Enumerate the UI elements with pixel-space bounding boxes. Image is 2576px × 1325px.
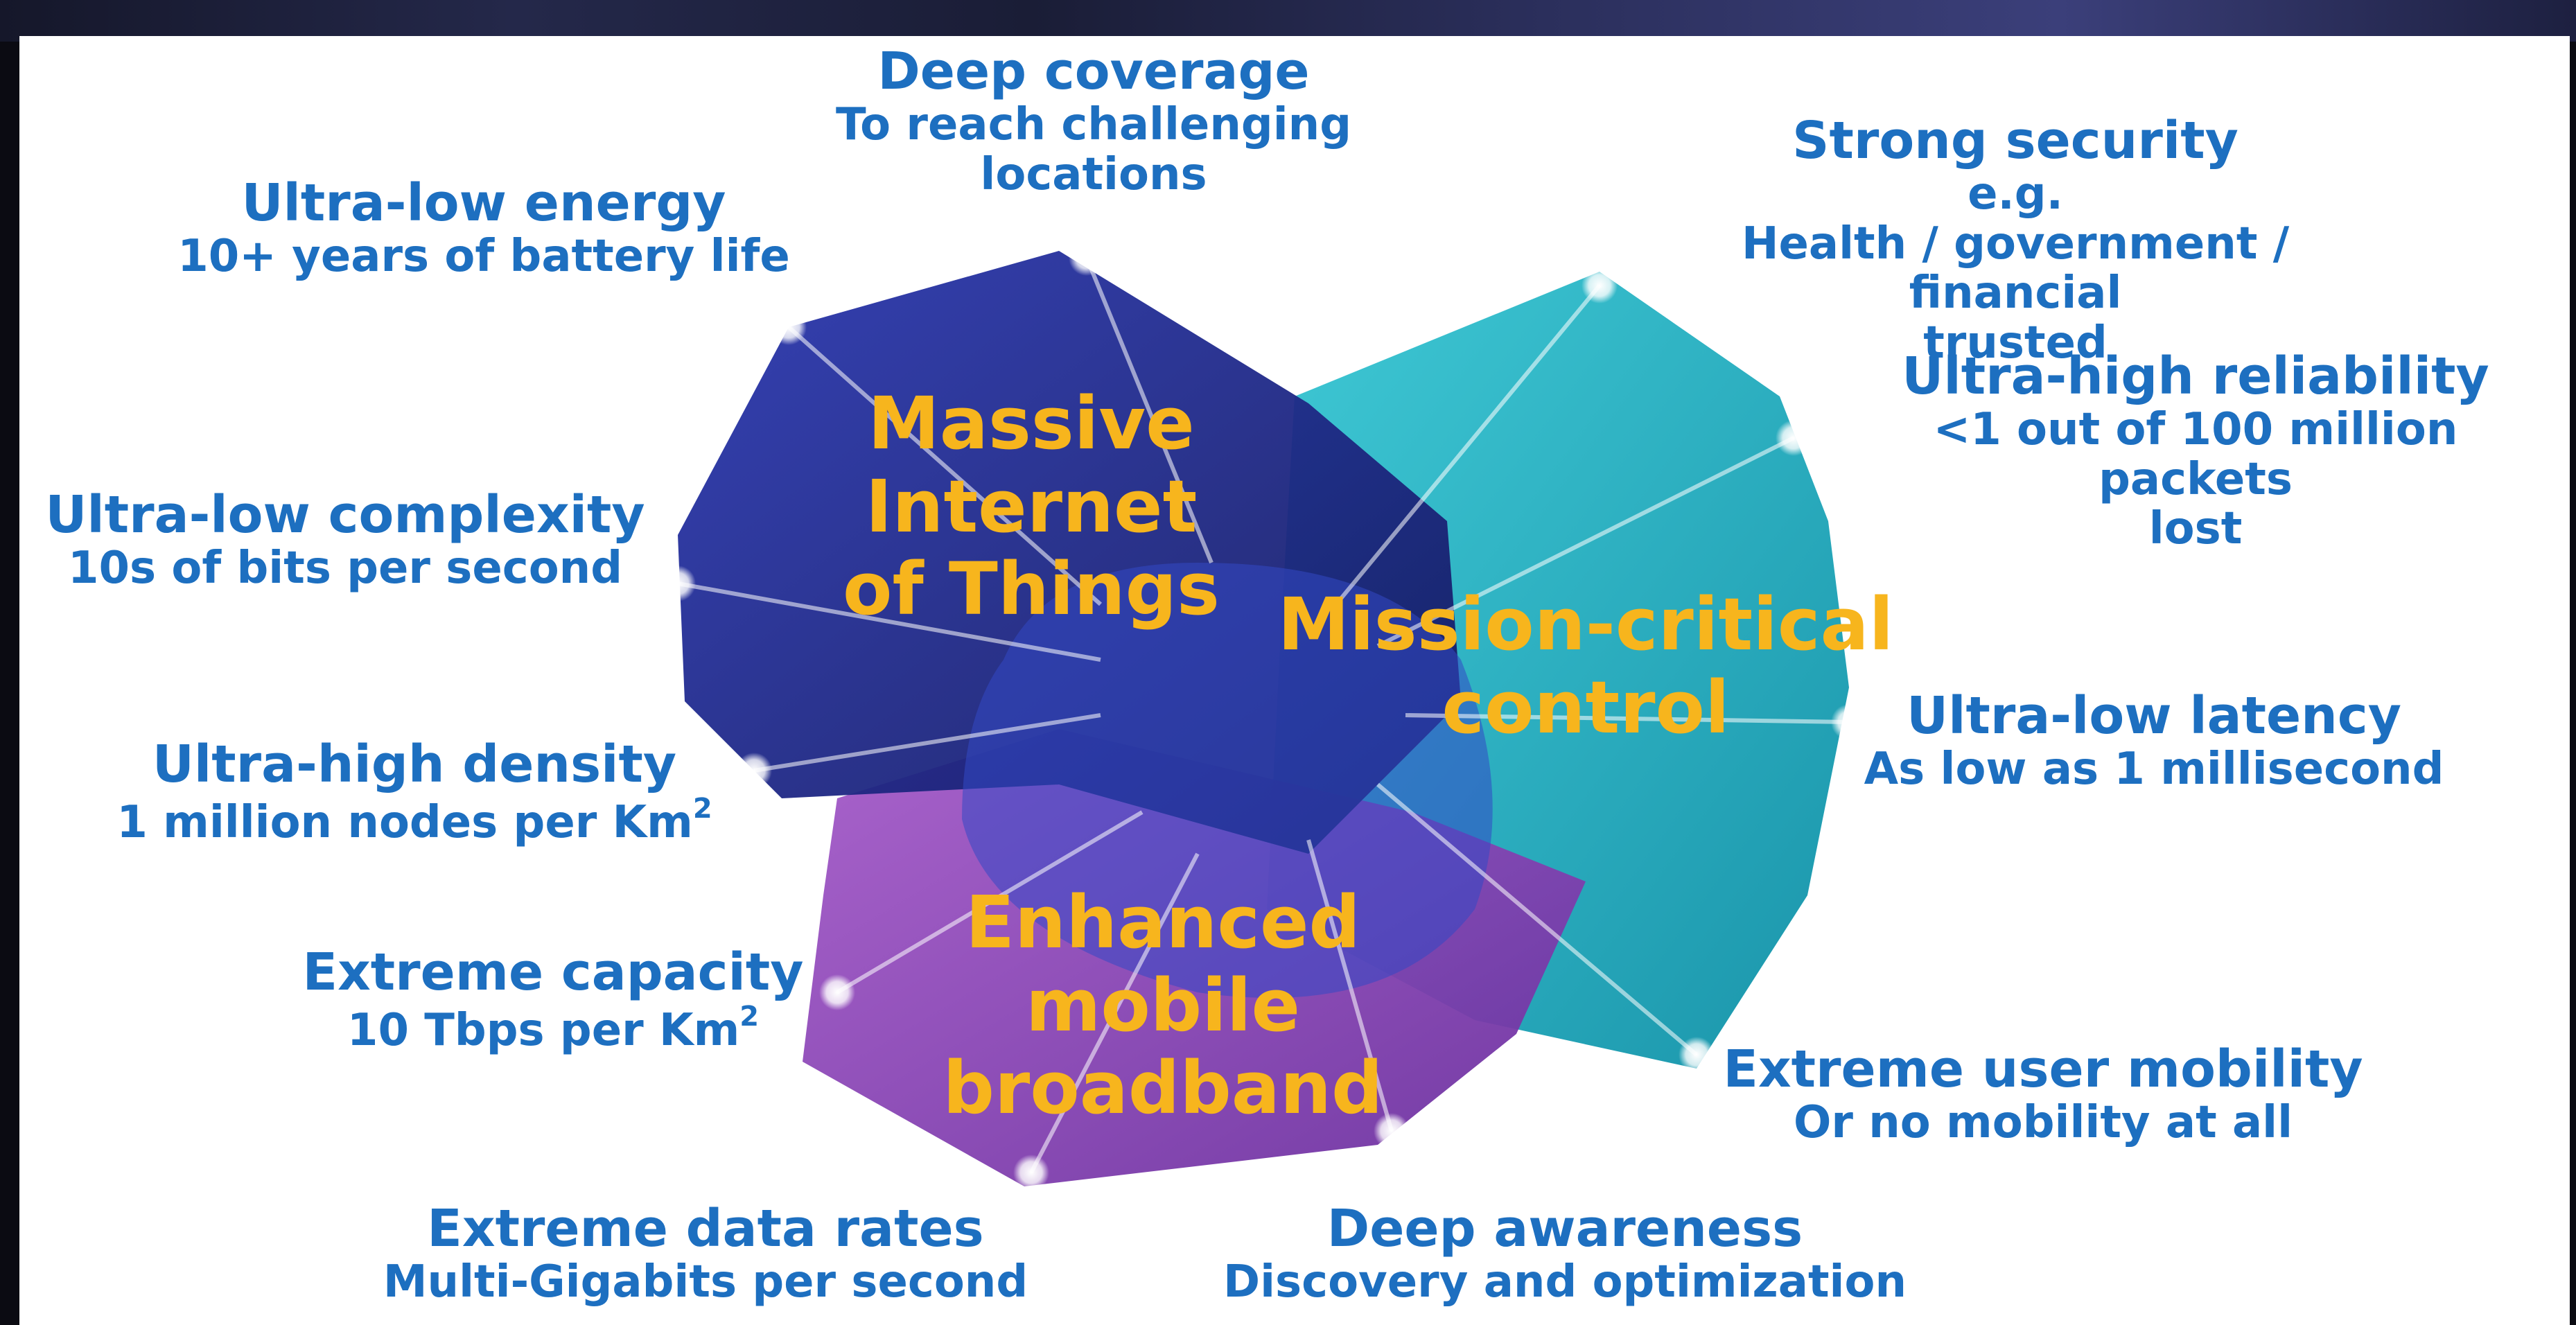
feature-title: Ultra-high reliability [1902,346,2489,406]
feature-desc: To reach challenging [836,98,1351,150]
connector-rays [677,256,1850,1174]
feature-desc: 1 million nodes per Km2 [103,793,726,848]
feature-extreme-data-rates: Extreme data rates Multi-Gigabits per se… [366,1200,1045,1308]
embb-line1: Enhanced [965,880,1360,965]
usage-scenarios-diagram [660,240,1867,1191]
capacity-sup: 2 [739,1000,760,1033]
feature-title: Strong security [1792,111,2238,170]
feature-ultra-low-energy: Ultra-low energy 10+ years of battery li… [158,175,809,282]
feature-desc-2: locations [980,148,1207,200]
feature-extreme-user-mobility: Extreme user mobility Or no mobility at … [1703,1041,2383,1148]
feature-ultra-low-complexity: Ultra-low complexity 10s of bits per sec… [40,486,650,594]
diagram-panel: Massive Internet of Things Mission-criti… [19,36,2570,1325]
feature-extreme-capacity: Extreme capacity 10 Tbps per Km2 [269,944,837,1056]
feature-deep-coverage: Deep coverage To reach challenging locat… [775,43,1412,200]
feature-strong-security: Strong security e.g. Health / government… [1669,112,2362,369]
feature-title: Deep awareness [1326,1199,1803,1258]
feature-title: Extreme data rates [427,1199,984,1258]
feature-desc-2: Health / government / financial [1741,218,2290,319]
feature-title: Deep coverage [877,42,1310,101]
feature-desc: 10 Tbps per Km2 [269,1001,837,1056]
label-embb: Enhanced mobile broadband [803,881,1523,1130]
feature-title: Ultra-high density [152,735,677,794]
label-mission-critical: Mission-critical control [1260,583,1911,749]
overlap-region [962,563,1493,998]
density-sup: 2 [692,792,712,825]
feature-title: Ultra-low complexity [45,485,645,545]
feature-ultra-low-latency: Ultra-low latency As low as 1 millisecon… [1849,687,2459,795]
massive-iot-line2: of Things [843,547,1220,632]
feature-desc: Multi-Gigabits per second [383,1256,1028,1308]
feature-desc: As low as 1 millisecond [1864,743,2444,795]
top-decorative-strip [0,0,2576,42]
feature-title: Ultra-low energy [241,173,726,233]
capacity-desc-text: 10 Tbps per Km [347,1004,740,1056]
feature-desc: 10+ years of battery life [177,230,790,282]
embb-line2: mobile broadband [943,963,1383,1131]
feature-desc-3: trusted [1923,317,2108,369]
feature-title: Ultra-low latency [1907,686,2401,746]
label-massive-iot: Massive Internet of Things [706,381,1357,632]
feature-desc: e.g. [1968,168,2063,220]
feature-desc: <1 out of 100 million packets [1933,403,2458,505]
feature-title: Extreme capacity [302,942,804,1002]
mission-critical-line1: Mission-critical [1277,582,1894,667]
density-desc-text: 1 million nodes per Km [116,796,693,848]
feature-desc: Discovery and optimization [1223,1256,1907,1308]
feature-desc: Or no mobility at all [1793,1096,2293,1148]
feature-desc: 10s of bits per second [67,542,623,594]
feature-ultra-high-density: Ultra-high density 1 million nodes per K… [103,736,726,848]
mission-critical-line2: control [1442,665,1730,750]
feature-deep-awareness: Deep awareness Discovery and optimizatio… [1211,1200,1918,1308]
massive-iot-line1: Massive Internet [865,381,1198,549]
feature-ultra-high-reliability: Ultra-high reliability <1 out of 100 mil… [1835,348,2556,554]
feature-desc-2: lost [2148,503,2243,555]
connector-dots [660,240,1867,1191]
feature-title: Extreme user mobility [1723,1039,2363,1099]
